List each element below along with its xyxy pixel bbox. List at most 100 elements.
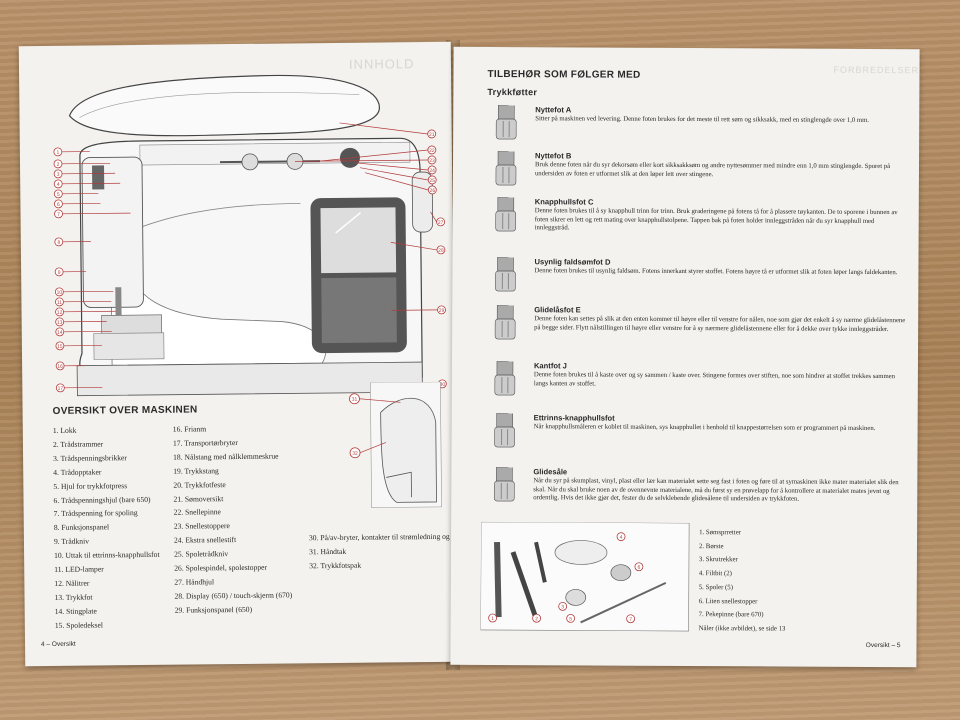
presser-foot-image: [495, 196, 517, 233]
parts-list-item: 30. På/av-bryter, kontakter til strømled…: [308, 531, 457, 543]
svg-text:3: 3: [57, 172, 60, 178]
svg-text:6: 6: [637, 565, 640, 571]
presser-foot-image: [495, 104, 517, 141]
accessory-list-item: 4. Filtbit (2): [698, 570, 732, 578]
parts-list-item: 23. Snellestoppere: [173, 521, 230, 532]
svg-text:32: 32: [352, 451, 358, 457]
accessory-list-item: 7. Pekepinne (bare 670): [698, 611, 764, 619]
svg-text:6: 6: [57, 202, 60, 208]
presser-foot-description: Denne foten brukes til å sy knapphull tr…: [534, 207, 898, 232]
parts-list-item: 28. Display (650) / touch-skjerm (670): [174, 590, 293, 601]
svg-text:13: 13: [57, 320, 63, 326]
parts-list-item: 15. Spoledeksel: [54, 620, 103, 630]
svg-text:10: 10: [57, 290, 63, 296]
subheading-presser-feet: Trykkføtter: [487, 86, 538, 98]
presser-foot-image: [494, 360, 516, 397]
presser-foot-image: [495, 150, 517, 187]
presser-foot-description: Denne foten kan settes på slik at den en…: [534, 315, 906, 333]
parts-list-item: 14. Stingplate: [54, 606, 97, 616]
parts-list-item: 26. Spolespindel, spolestopper: [174, 562, 268, 573]
svg-text:1: 1: [56, 150, 59, 156]
page-footer-right: Oversikt – 5: [865, 641, 901, 650]
parts-list-item: 25. Spoletrådkniv: [174, 549, 229, 559]
parts-list-item: 19. Trykkstang: [173, 465, 219, 476]
svg-text:4: 4: [57, 182, 60, 188]
parts-list-item: 7. Trådspenning for spoling: [53, 508, 138, 519]
presser-foot-name: Nyttefot A: [535, 105, 572, 115]
svg-text:7: 7: [57, 212, 60, 218]
parts-list-item: 3. Trådspenningsbrikker: [53, 452, 127, 463]
right-page: FORBREDELSER TILBEHØR SOM FØLGER MED Try…: [450, 46, 920, 668]
parts-list-item: 11. LED-lamper: [54, 564, 104, 574]
accessory-list-item: 6. Liten snellestopper: [698, 597, 758, 605]
presser-foot-image: [494, 412, 516, 449]
svg-text:4: 4: [620, 535, 623, 541]
accessory-list-item: 1. Sømsprretter: [699, 529, 742, 537]
svg-text:9: 9: [58, 270, 61, 276]
parts-list-item: 13. Trykkfot: [54, 592, 93, 602]
svg-text:14: 14: [57, 330, 63, 336]
parts-list-item: 4. Trådopptaker: [53, 467, 102, 477]
page-footer-left: 4 – Oversikt: [40, 640, 76, 649]
svg-text:8: 8: [57, 240, 60, 246]
parts-list-item: 12. Nålitrer: [54, 578, 90, 588]
svg-text:28: 28: [438, 248, 444, 254]
accessory-list-item: Nåler (ikke avbildet), se side 13: [698, 624, 786, 633]
parts-list-item: 24. Ekstra snellestift: [173, 535, 237, 545]
svg-text:17: 17: [58, 386, 64, 392]
presser-foot-name: Kantfot J: [533, 361, 567, 371]
section-title-accessories: TILBEHØR SOM FØLGER MED: [487, 68, 641, 81]
svg-text:24: 24: [429, 168, 435, 174]
svg-text:29: 29: [439, 308, 445, 314]
presser-foot-description: Når knapphullsmåleren er koblet til mask…: [533, 423, 876, 432]
section-title-overview: OVERSIKT OVER MASKINEN: [52, 404, 198, 417]
presser-foot-image: [493, 466, 515, 503]
parts-list-item: 16. Frianm: [172, 424, 207, 434]
svg-text:5: 5: [569, 616, 572, 622]
presser-foot-description: Bruk denne foten når du syr dekorsøm ell…: [534, 161, 891, 178]
left-page: INNHOLD 1 2: [18, 41, 458, 667]
svg-text:22: 22: [429, 148, 435, 154]
parts-list-item: 27. Håndhjul: [174, 577, 215, 587]
presser-foot-name: Ettrinns-knapphullsfot: [533, 413, 615, 423]
presser-foot-name: Knapphullsfot C: [534, 197, 594, 207]
svg-text:25: 25: [429, 178, 435, 184]
ghost-header-right: FORBREDELSER: [833, 64, 920, 76]
accessories-illustration: 1 2 3 4 5 6 7: [480, 521, 690, 632]
svg-text:7: 7: [629, 617, 632, 623]
svg-text:5: 5: [57, 192, 60, 198]
svg-text:16: 16: [57, 364, 63, 370]
accessory-list-item: 3. Skrutrekker: [698, 556, 738, 564]
svg-text:11: 11: [57, 300, 62, 306]
presser-foot-description: Når du syr på skumplast, vinyl, plast el…: [533, 477, 899, 503]
parts-list-item: 18. Nålstang med nålklemmeskrue: [173, 451, 279, 462]
parts-list-item: 5. Hjul for trykkfotpress: [53, 480, 128, 491]
parts-list-col3: 30. På/av-bryter, kontakter til strømled…: [308, 530, 457, 573]
sewing-machine-illustration: 1 2 3 4 5 6 7 8 9 10 11 12 13 14 15 16 1…: [53, 74, 447, 397]
handle-inset-illustration: 31 32: [349, 381, 442, 508]
presser-foot-description: Sitter på maskinen ved levering. Denne f…: [535, 115, 870, 124]
callouts-inset: 31 32: [349, 393, 401, 459]
callouts-right: 21 22 23 24 25 26 27 28 29 30: [294, 122, 447, 389]
presser-foot-image: [494, 304, 516, 341]
svg-text:21: 21: [429, 132, 435, 138]
presser-foot-description: Denne foten brukes til å kaste over og s…: [533, 371, 896, 388]
callouts-left: 1 2 3 4 5 6 7 8 9 10 11 12 13 14 15 16 1…: [53, 147, 131, 393]
parts-list-item: 2. Trådstrammer: [52, 439, 104, 449]
parts-list-item: 21. Sømoversikt: [173, 493, 224, 504]
parts-list-item: 29. Funksjonspanel (650): [174, 604, 253, 615]
svg-text:2: 2: [535, 616, 538, 622]
accessory-list-item: 5. Spoler (5): [698, 583, 733, 592]
presser-foot-name: Glidelåsfot E: [534, 305, 581, 315]
presser-foot-description: Denne foten brukes til usynlig faldsøm. …: [534, 267, 898, 277]
svg-text:23: 23: [429, 158, 435, 164]
